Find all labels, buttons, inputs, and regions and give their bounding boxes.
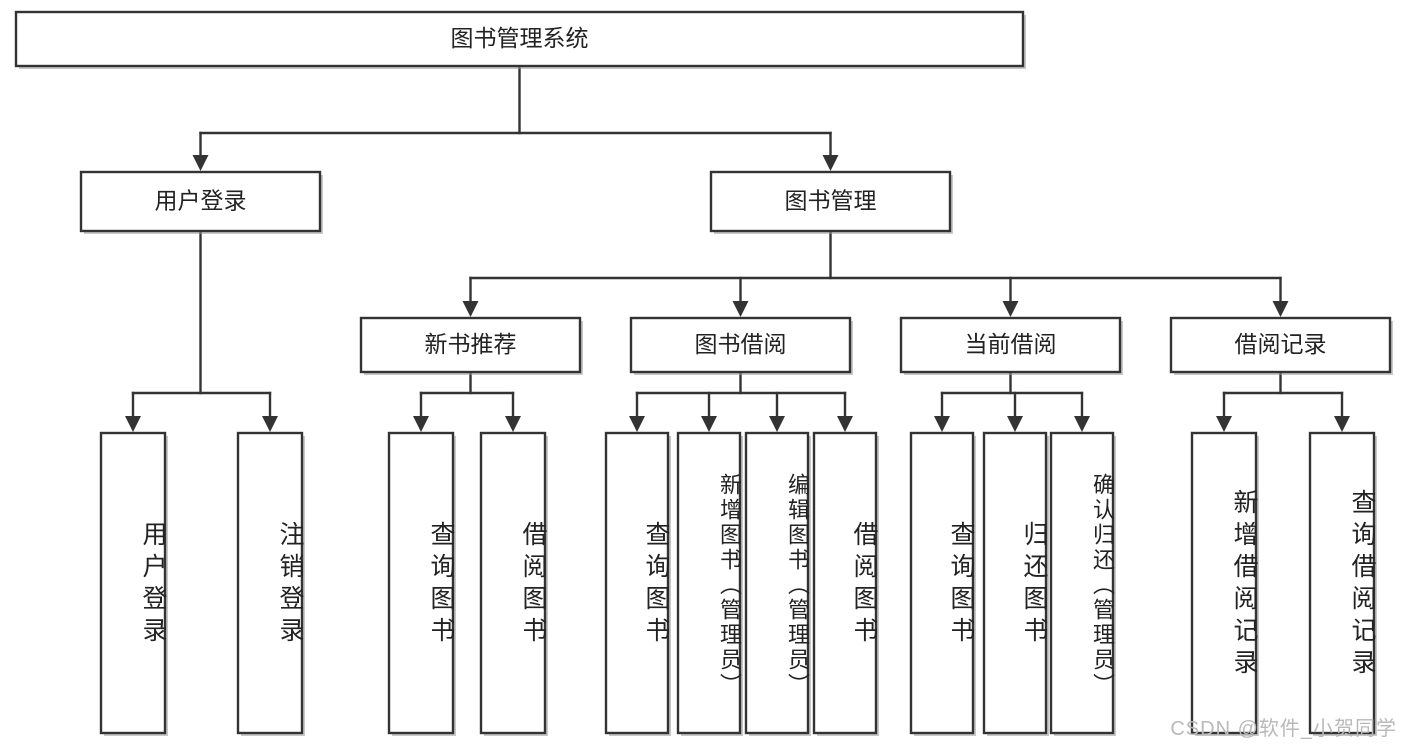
node-label-current: 当前借阅 [965,331,1057,357]
node-b_query[interactable] [604,431,671,736]
node-bookmgmt[interactable] [709,170,953,234]
node-r_add[interactable] [1190,431,1259,736]
node-c_return[interactable] [982,431,1049,736]
node-newbook[interactable] [359,316,583,375]
node-c_confirm[interactable] [1049,431,1116,736]
node-label-newbook: 新书推荐 [425,331,517,357]
node-l_login[interactable] [99,431,168,736]
node-c_query[interactable] [909,431,976,736]
node-login[interactable] [79,170,323,234]
node-records[interactable] [1169,316,1393,375]
node-label-records: 借阅记录 [1235,331,1327,357]
node-borrow[interactable] [629,316,853,375]
node-label-borrow: 图书借阅 [695,331,787,357]
watermark-text: CSDN @软件_小贺同学 [1170,718,1397,740]
node-root[interactable] [14,10,1026,69]
node-label-login: 用户登录 [155,188,247,214]
node-b_add[interactable] [676,431,743,736]
node-b_lend[interactable] [812,431,879,736]
node-label-bookmgmt: 图书管理 [785,188,877,214]
node-r_query[interactable] [1308,431,1377,736]
node-b_edit[interactable] [744,431,811,736]
node-l_logout[interactable] [236,431,305,736]
node-n_query[interactable] [387,431,456,736]
node-n_borrow[interactable] [479,431,548,736]
node-current[interactable] [899,316,1123,375]
edges-layer [125,64,1350,432]
node-label-root: 图书管理系统 [451,25,589,51]
